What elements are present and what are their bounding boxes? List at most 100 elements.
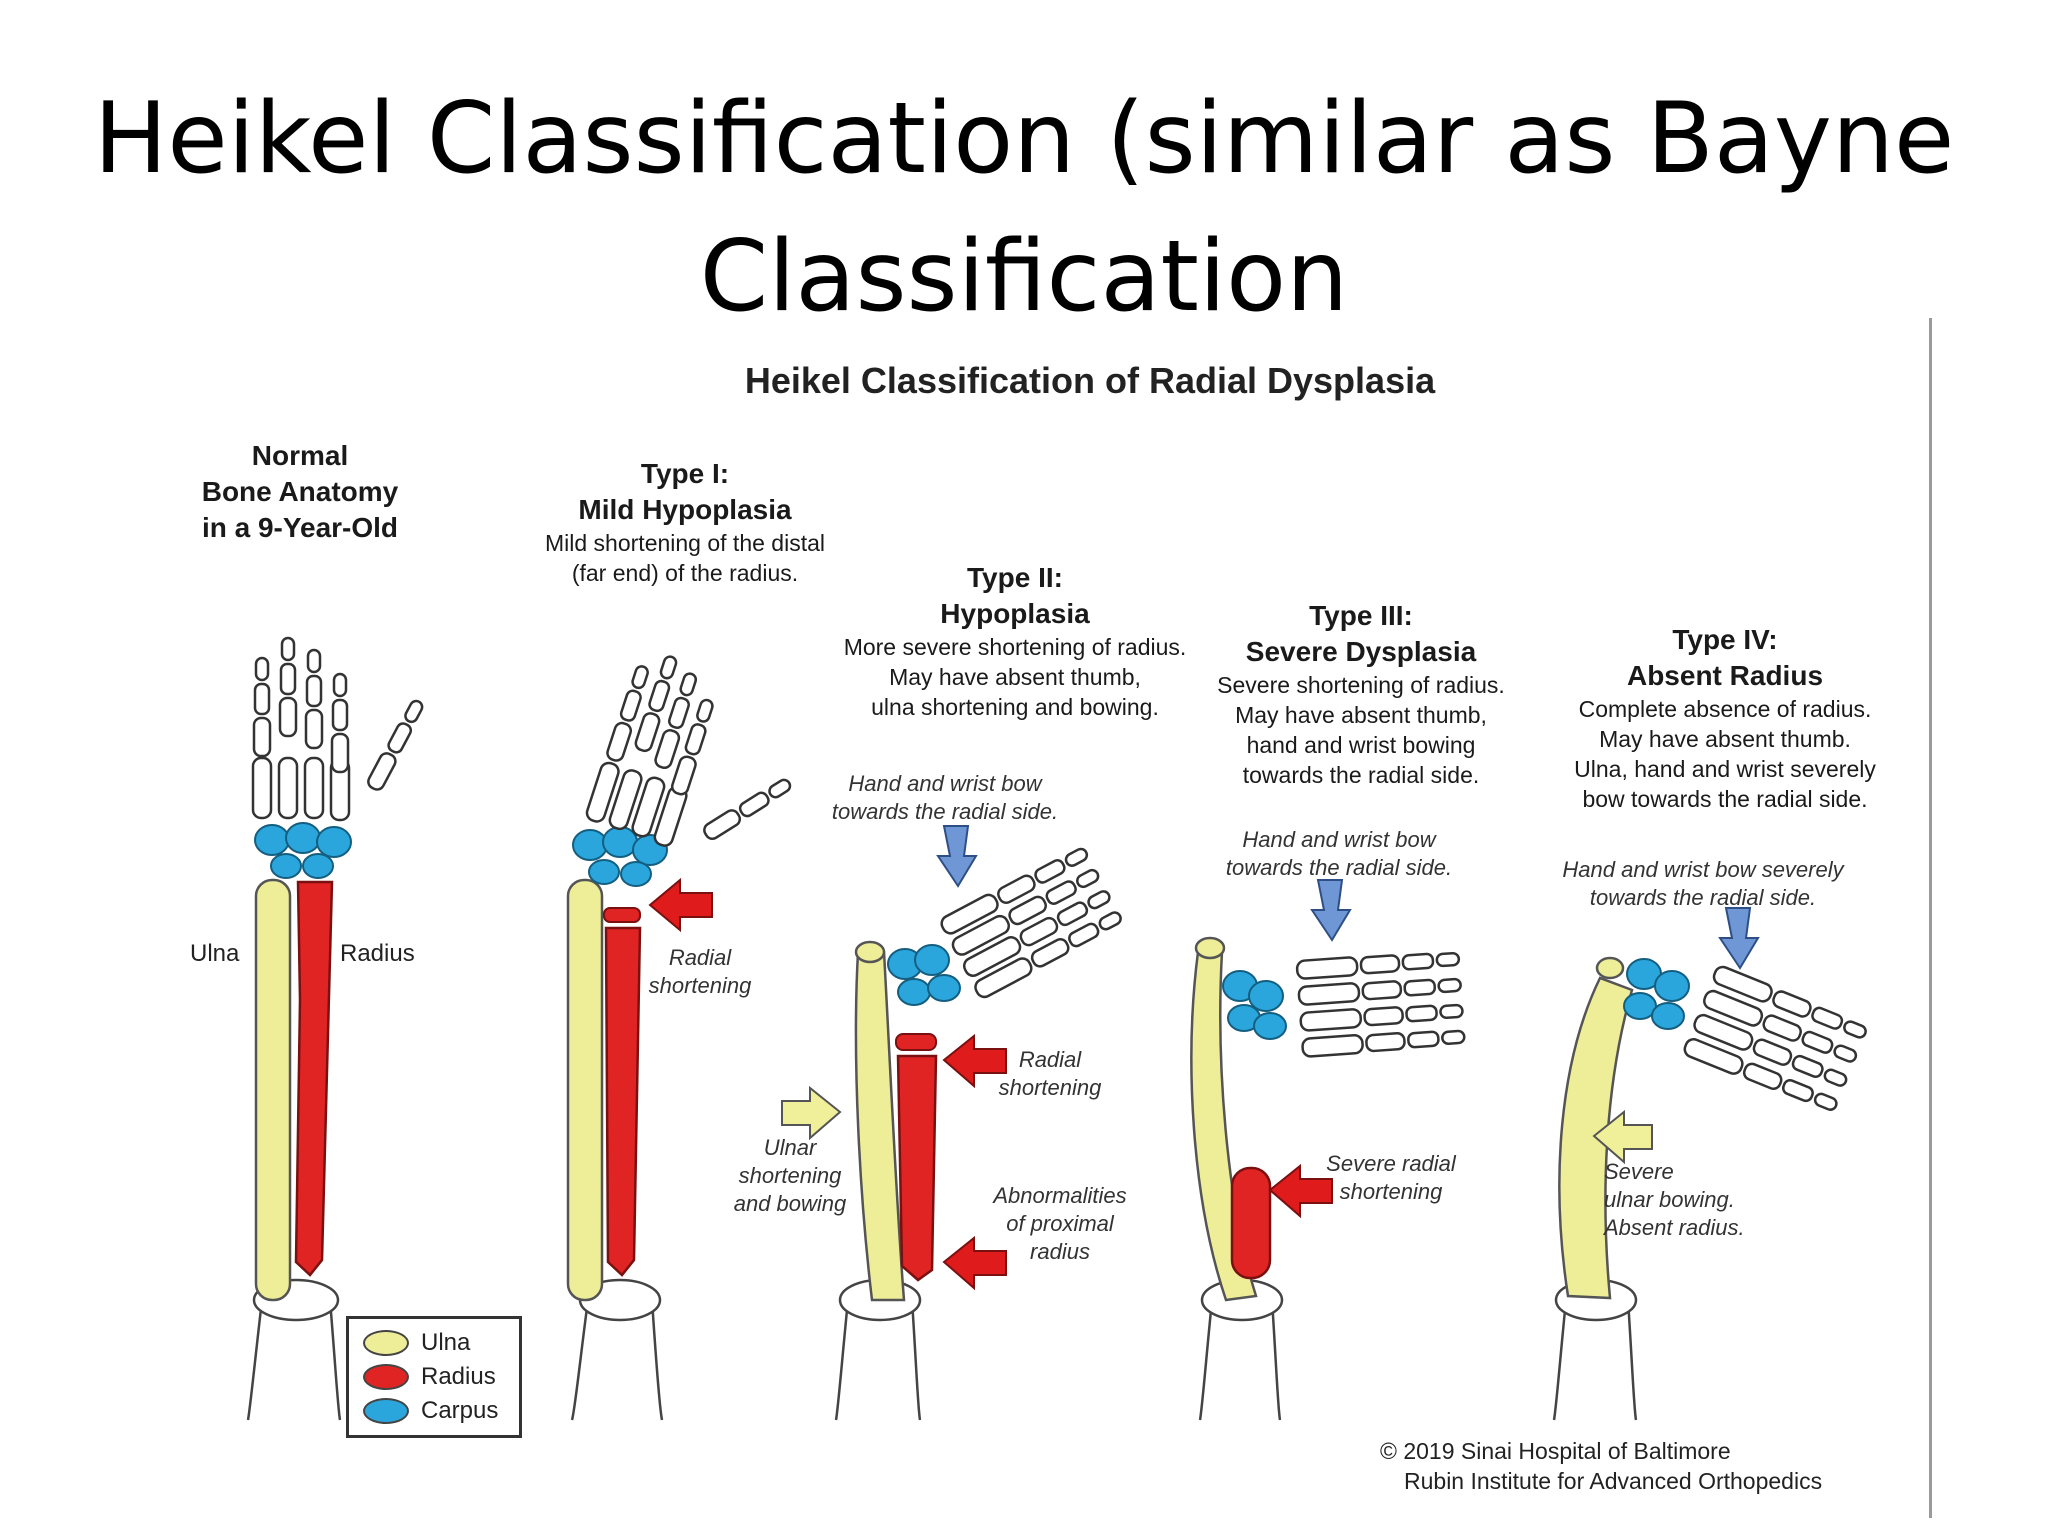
type2-note-hand: Hand and wrist bow towards the radial si… xyxy=(810,770,1080,826)
type4-note-ulnar-line3: Absent radius. xyxy=(1604,1215,1745,1240)
type3-desc-line3: hand and wrist bowing xyxy=(1246,732,1476,758)
type2-note-ulnar-line3: and bowing xyxy=(733,1191,847,1216)
type3-note-hand-line2: towards the radial side. xyxy=(1225,855,1453,880)
normal-hand xyxy=(251,636,428,822)
type3-desc-line4: towards the radial side. xyxy=(1242,762,1480,788)
slide-title-line1: Heikel Classification (similar as Bayne xyxy=(93,82,1955,196)
type4-note-ulnar-line1: Severe xyxy=(1604,1159,1674,1184)
type2-note-ulnar-line2: shortening xyxy=(738,1163,842,1188)
type3-subtitle: Severe Dysplasia xyxy=(1245,636,1477,667)
type3-note-radial-line1: Severe radial xyxy=(1326,1151,1456,1176)
type2-radius xyxy=(896,1054,938,1282)
type2-radial-arrow xyxy=(942,1033,1007,1089)
normal-heading-line2: Bone Anatomy xyxy=(201,476,399,507)
type1-desc-line1: Mild shortening of the distal xyxy=(545,530,825,556)
type4-hand-arrow xyxy=(1718,907,1760,970)
type3-radius xyxy=(1230,1166,1272,1280)
legend-item-ulna: Ulna xyxy=(363,1327,470,1359)
type2-desc-line2: May have absent thumb, xyxy=(889,664,1141,690)
type4-note-hand: Hand and wrist bow severely towards the … xyxy=(1538,856,1868,912)
type3-hand-arrow xyxy=(1310,879,1352,942)
type3-note-hand: Hand and wrist bow towards the radial si… xyxy=(1204,826,1474,882)
legend-swatch-carpus xyxy=(363,1398,409,1424)
type2-note-proximal-line2: of proximal xyxy=(1006,1211,1114,1236)
type1-note-line1: Radial xyxy=(668,945,732,970)
type1-ulna xyxy=(566,878,604,1302)
type3-desc-line1: Severe shortening of radius. xyxy=(1217,672,1505,698)
type1-radius xyxy=(604,926,642,1277)
type3-arm xyxy=(1190,879,1467,1421)
type4-desc-line3: Ulna, hand and wrist severely xyxy=(1574,756,1876,782)
legend-label-radius: Radius xyxy=(421,1363,496,1390)
type3-note-hand-line1: Hand and wrist bow xyxy=(1242,827,1436,852)
type4-desc-line1: Complete absence of radius. xyxy=(1578,696,1872,722)
type2-arm xyxy=(781,825,1125,1421)
type2-note-radial-line2: shortening xyxy=(998,1075,1102,1100)
type4-heading: Type IV: Absent Radius Complete absence … xyxy=(1540,622,1910,814)
type4-note-hand-line1: Hand and wrist bow severely xyxy=(1562,857,1844,882)
credit: © 2019 Sinai Hospital of Baltimore Rubin… xyxy=(1380,1436,1822,1496)
type2-heading: Type II: Hypoplasia More severe shorteni… xyxy=(820,560,1210,722)
type1-arm xyxy=(566,653,795,1421)
normal-heading: Normal Bone Anatomy in a 9-Year-Old xyxy=(180,438,420,546)
ulna-label: Ulna xyxy=(190,940,240,967)
type4-name: Type IV: xyxy=(1672,624,1778,655)
type4-ulnar-arrow xyxy=(1592,1109,1653,1165)
type3-carpus xyxy=(1222,970,1287,1040)
normal-ulna xyxy=(254,878,292,1302)
legend-item-radius: Radius xyxy=(363,1361,496,1393)
type4-note-ulnar: Severe ulnar bowing. Absent radius. xyxy=(1604,1158,1764,1242)
type2-note-proximal: Abnormalities of proximal radius xyxy=(980,1182,1140,1266)
figure-title: Heikel Classification of Radial Dysplasi… xyxy=(744,360,1436,401)
legend-swatch-ulna xyxy=(363,1330,409,1356)
type4-desc-line2: May have absent thumb. xyxy=(1599,726,1851,752)
type3-name: Type III: xyxy=(1309,600,1413,631)
type2-hand-arrow xyxy=(936,825,978,888)
type2-ulna xyxy=(854,950,906,1302)
type1-subtitle: Mild Hypoplasia xyxy=(578,494,792,525)
type1-note-line2: shortening xyxy=(648,973,752,998)
type4-carpus xyxy=(1623,958,1690,1030)
type3-hand xyxy=(1295,949,1467,1059)
type4-note-hand-line2: towards the radial side. xyxy=(1589,885,1817,910)
type1-carpus xyxy=(572,826,668,887)
type4-hand xyxy=(1681,963,1870,1115)
legend-label-carpus: Carpus xyxy=(421,1397,499,1424)
legend-item-carpus: Carpus xyxy=(363,1395,498,1427)
type2-note-ulnar-line1: Ulnar xyxy=(763,1135,817,1160)
normal-arm xyxy=(246,636,428,1421)
slide-title: Heikel Classification (similar as Bayne … xyxy=(0,70,2048,346)
vertical-rule xyxy=(1929,318,1932,1518)
legend-label-ulna: Ulna xyxy=(421,1329,471,1356)
type2-name: Type II: xyxy=(967,562,1063,593)
legend: Ulna Radius Carpus xyxy=(346,1316,522,1438)
type2-note-hand-line2: towards the radial side. xyxy=(831,799,1059,824)
type2-note-ulnar: Ulnar shortening and bowing xyxy=(720,1134,860,1218)
type4-subtitle: Absent Radius xyxy=(1626,660,1824,691)
type2-ulnar-arrow xyxy=(781,1085,842,1141)
type2-note-hand-line1: Hand and wrist bow xyxy=(848,771,1042,796)
slide-title-line2: Classification xyxy=(699,220,1349,334)
normal-heading-line1: Normal xyxy=(251,440,349,471)
type4-desc-line4: bow towards the radial side. xyxy=(1582,786,1868,812)
type1-desc-line2: (far end) of the radius. xyxy=(571,560,799,586)
type4-note-ulnar-line2: ulnar bowing. xyxy=(1604,1187,1735,1212)
type2-carpus xyxy=(887,944,961,1006)
credit-line2: Rubin Institute for Advanced Orthopedics xyxy=(1404,1468,1823,1494)
type4-arm xyxy=(1552,907,1870,1421)
normal-heading-line3: in a 9-Year-Old xyxy=(201,512,399,543)
type3-heading: Type III: Severe Dysplasia Severe shorte… xyxy=(1196,598,1526,790)
type1-heading: Type I: Mild Hypoplasia Mild shortening … xyxy=(520,456,850,588)
type2-subtitle: Hypoplasia xyxy=(940,598,1090,629)
type3-note-radial-line2: shortening xyxy=(1339,1179,1443,1204)
credit-line1: © 2019 Sinai Hospital of Baltimore xyxy=(1380,1438,1731,1464)
type2-proximal-arrow xyxy=(942,1235,1007,1291)
normal-carpus xyxy=(254,822,352,879)
type2-desc-line3: ulna shortening and bowing. xyxy=(871,694,1159,720)
type1-note: Radial shortening xyxy=(640,944,760,1000)
type2-desc-line1: More severe shortening of radius. xyxy=(843,634,1187,660)
type3-ulna xyxy=(1190,950,1258,1302)
type2-note-proximal-line1: Abnormalities xyxy=(993,1183,1127,1208)
type2-note-radial: Radial shortening xyxy=(990,1046,1110,1102)
type3-note-radial: Severe radial shortening xyxy=(1306,1150,1476,1206)
